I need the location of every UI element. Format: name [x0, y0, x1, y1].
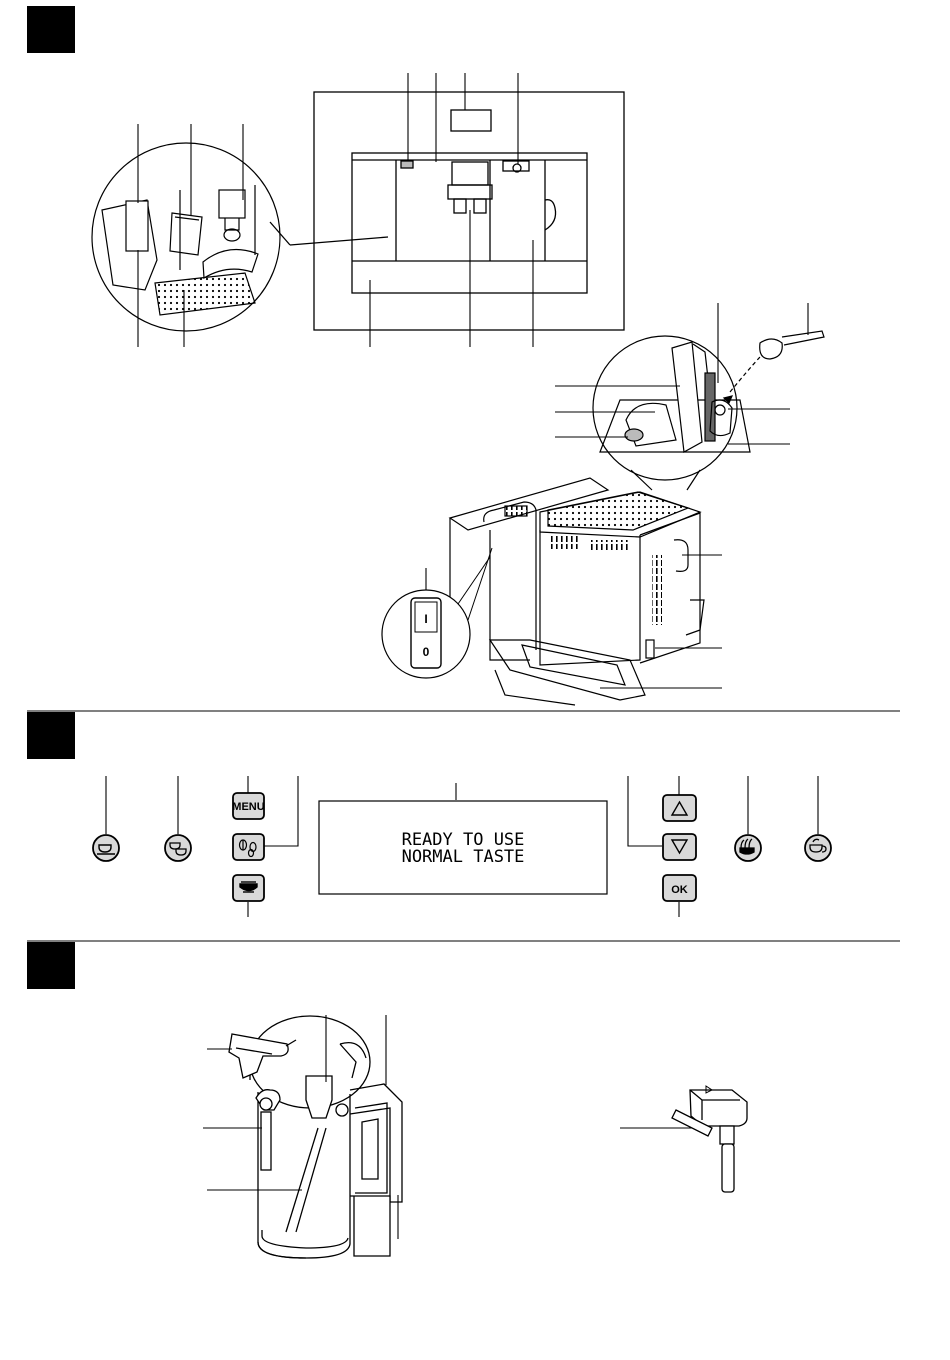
- milk-jug: [229, 1016, 402, 1258]
- section-marker-2: [27, 712, 75, 759]
- ok-button[interactable]: OK: [663, 875, 696, 901]
- lcd-display: READY TO USE NORMAL TASTE: [319, 801, 607, 894]
- power-switch-magnifier: I 0: [382, 548, 492, 678]
- menu-button-label: MENU: [232, 801, 264, 813]
- interior-detail-magnifier: [92, 143, 280, 331]
- menu-button[interactable]: MENU: [232, 793, 264, 819]
- aroma-button[interactable]: [233, 834, 264, 860]
- arrow-up-button[interactable]: [663, 795, 696, 821]
- callout-lines-right: [426, 303, 808, 688]
- section-marker-1: [27, 6, 75, 53]
- ok-button-label: OK: [671, 884, 688, 896]
- arrow-down-button[interactable]: [663, 834, 696, 860]
- bean-container-magnifier: [593, 331, 824, 490]
- power-on-label: I: [424, 612, 427, 626]
- frother-attachment: [672, 1086, 747, 1192]
- double-cup-button[interactable]: [165, 835, 191, 861]
- milk-button[interactable]: [805, 835, 831, 861]
- steam-button[interactable]: [735, 835, 761, 861]
- machine-front-view: [270, 92, 624, 330]
- display-line-2: NORMAL TASTE: [402, 847, 525, 867]
- hot-water-button[interactable]: [233, 875, 264, 901]
- single-cup-button[interactable]: [93, 835, 119, 861]
- section-marker-3: [27, 942, 75, 989]
- machine-perspective-view: [450, 478, 704, 705]
- power-off-label: 0: [423, 645, 430, 659]
